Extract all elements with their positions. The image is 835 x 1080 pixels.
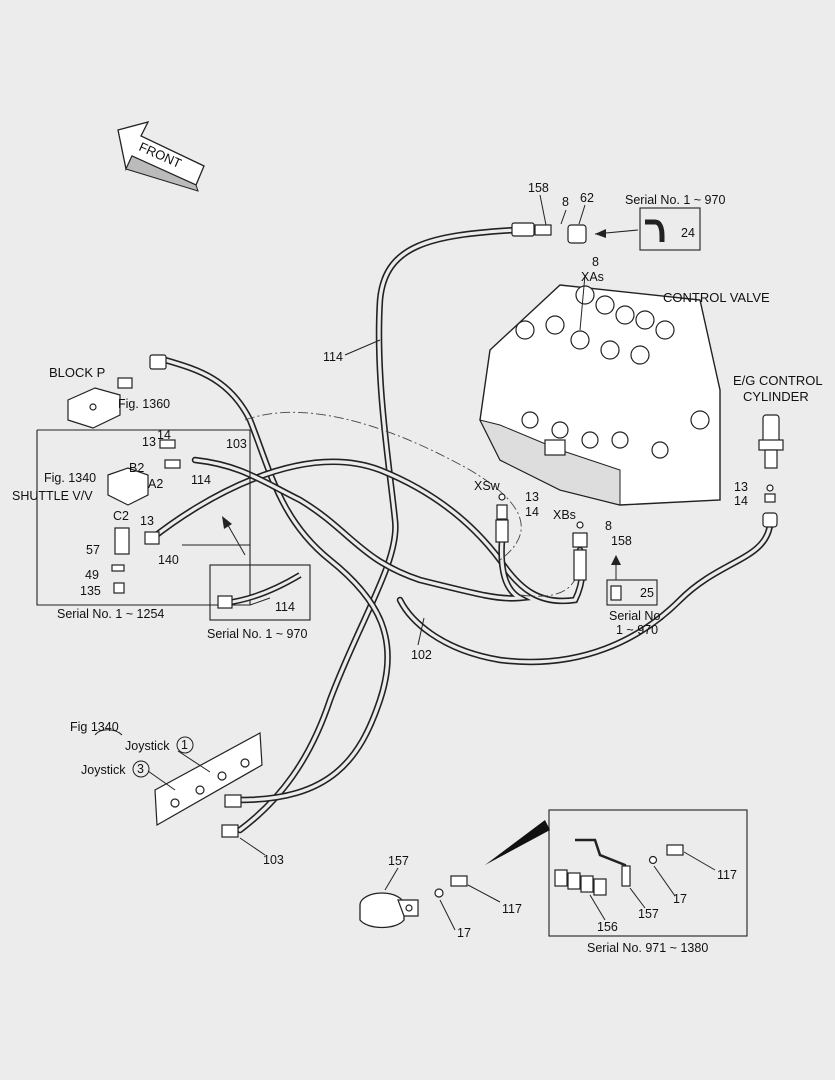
label-fig-1340: Fig. 1340 xyxy=(44,471,96,485)
label-49: 49 xyxy=(85,568,99,582)
label-157-box: 157 xyxy=(638,907,659,921)
label-serial-1-970-inset: Serial No. 1 ~ 970 xyxy=(207,627,307,641)
label-circ-3: 3 xyxy=(137,762,144,776)
label-serial-971-1380: Serial No. 971 ~ 1380 xyxy=(587,941,708,955)
label-b2: B2 xyxy=(129,461,144,475)
label-serial-no-xbs: Serial No. xyxy=(609,609,664,623)
clamp-157 xyxy=(359,875,468,929)
label-fig-1340-joystick: Fig 1340 xyxy=(70,720,119,734)
hose-102 xyxy=(146,458,586,605)
label-157-clamp: 157 xyxy=(388,854,409,868)
control-valve xyxy=(479,284,721,506)
hose-140 xyxy=(191,456,531,602)
fitting-158-top xyxy=(511,222,587,244)
label-158-top: 158 xyxy=(528,181,549,195)
hose-eg xyxy=(396,521,774,666)
label-14-eg: 14 xyxy=(734,494,748,508)
label-114-inset: 114 xyxy=(275,600,295,614)
label-114-shuttle: 114 xyxy=(191,473,211,487)
label-13-xsw: 13 xyxy=(525,490,539,504)
label-c2: C2 xyxy=(113,509,129,523)
label-xas: XAs xyxy=(581,270,604,284)
label-joystick-1: Joystick xyxy=(125,739,170,753)
eg-cylinder xyxy=(758,414,784,528)
leader-lines xyxy=(239,194,716,931)
label-25: 25 xyxy=(640,586,654,600)
fitting-24-elbow xyxy=(594,207,701,251)
label-17-clamp: 17 xyxy=(457,926,471,940)
label-114-long: 114 xyxy=(323,350,343,364)
label-eg-control-2: CYLINDER xyxy=(743,389,809,404)
hose-114-inset xyxy=(209,564,311,621)
label-13-eg: 13 xyxy=(734,480,748,494)
label-102: 102 xyxy=(411,648,432,662)
label-117-box: 117 xyxy=(717,868,737,882)
serial-971-box xyxy=(485,809,748,937)
hose-left-p xyxy=(161,356,391,804)
fitting-25-box xyxy=(606,555,658,606)
label-156: 156 xyxy=(597,920,618,934)
label-xbs: XBs xyxy=(553,508,576,522)
label-62: 62 xyxy=(580,191,594,205)
xbs-fittings xyxy=(572,521,588,581)
label-14-shuttle: 14 xyxy=(157,428,171,442)
label-135: 135 xyxy=(80,584,101,598)
label-eg-control-1: E/G CONTROL xyxy=(733,373,823,388)
label-serial-range-xbs: 1 ~ 970 xyxy=(616,623,658,637)
label-103-joystick: 103 xyxy=(263,853,284,867)
hose-114-long xyxy=(236,226,519,834)
label-8-xas: 8 xyxy=(592,255,599,269)
label-103-shuttle: 103 xyxy=(226,437,247,451)
label-fig-1360: Fig. 1360 xyxy=(118,397,170,411)
label-13-shuttle: 13 xyxy=(142,435,156,449)
label-xsw: XSw xyxy=(474,479,501,493)
label-block-p: BLOCK P xyxy=(49,365,105,380)
joystick-plate xyxy=(94,729,263,838)
label-17-box: 17 xyxy=(673,892,687,906)
label-shuttle-vv: SHUTTLE V/V xyxy=(12,489,93,503)
front-arrow: FRONT xyxy=(117,121,205,192)
label-14-xsw: 14 xyxy=(525,505,539,519)
label-57: 57 xyxy=(86,543,100,557)
label-13-c2: 13 xyxy=(140,514,154,528)
label-a2: A2 xyxy=(148,477,163,491)
label-control-valve: CONTROL VALVE xyxy=(663,290,770,305)
label-158-xbs: 158 xyxy=(611,534,632,548)
label-8-top: 8 xyxy=(562,195,569,209)
label-8-xbs: 8 xyxy=(605,519,612,533)
label-117-clamp: 117 xyxy=(502,902,522,916)
label-140: 140 xyxy=(158,553,179,567)
label-joystick-3: Joystick xyxy=(81,763,126,777)
label-24: 24 xyxy=(681,226,695,240)
xsw-fittings xyxy=(495,493,509,543)
label-circ-1: 1 xyxy=(181,738,188,752)
label-serial-1-970-top: Serial No. 1 ~ 970 xyxy=(625,193,725,207)
label-serial-1-1254: Serial No. 1 ~ 1254 xyxy=(57,607,164,621)
block-p xyxy=(67,354,167,429)
